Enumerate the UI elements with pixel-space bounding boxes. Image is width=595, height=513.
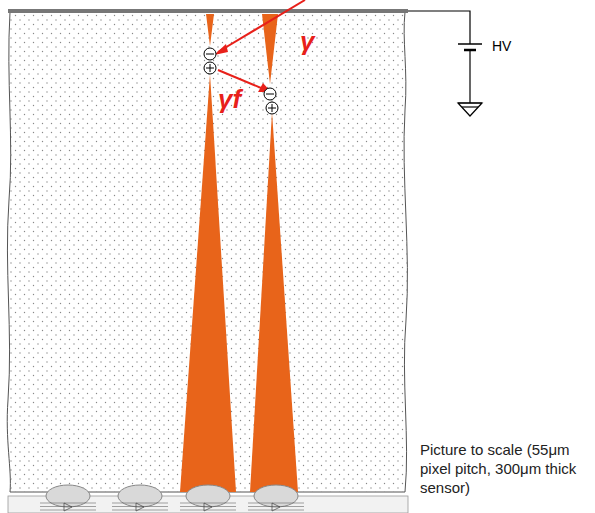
chip-circuit — [180, 506, 236, 507]
chip-circuit — [112, 506, 168, 507]
chip-circuit — [112, 503, 168, 504]
gamma-f-label: γf — [218, 84, 241, 115]
amplifier-symbol — [136, 503, 144, 511]
bump-bond — [46, 485, 90, 507]
gamma-label: γ — [300, 26, 314, 57]
chip-circuit — [112, 510, 168, 511]
bump-bond — [186, 485, 230, 507]
amplifier-symbol — [204, 503, 212, 511]
amplifier-symbol — [272, 503, 280, 511]
scale-caption: Picture to scale (55μm pixel pitch, 300μ… — [420, 440, 590, 497]
chip-circuit — [248, 503, 304, 504]
chip-circuit — [248, 510, 304, 511]
chip-circuit — [180, 510, 236, 511]
chip-circuit — [40, 503, 96, 504]
chip-circuit — [180, 503, 236, 504]
chip-circuit — [248, 506, 304, 507]
bump-bond — [254, 485, 298, 507]
chip-circuit — [40, 510, 96, 511]
hv-label: HV — [492, 38, 511, 54]
chip-circuit — [40, 506, 96, 507]
amplifier-symbol — [64, 503, 72, 511]
bump-bond — [118, 485, 162, 507]
